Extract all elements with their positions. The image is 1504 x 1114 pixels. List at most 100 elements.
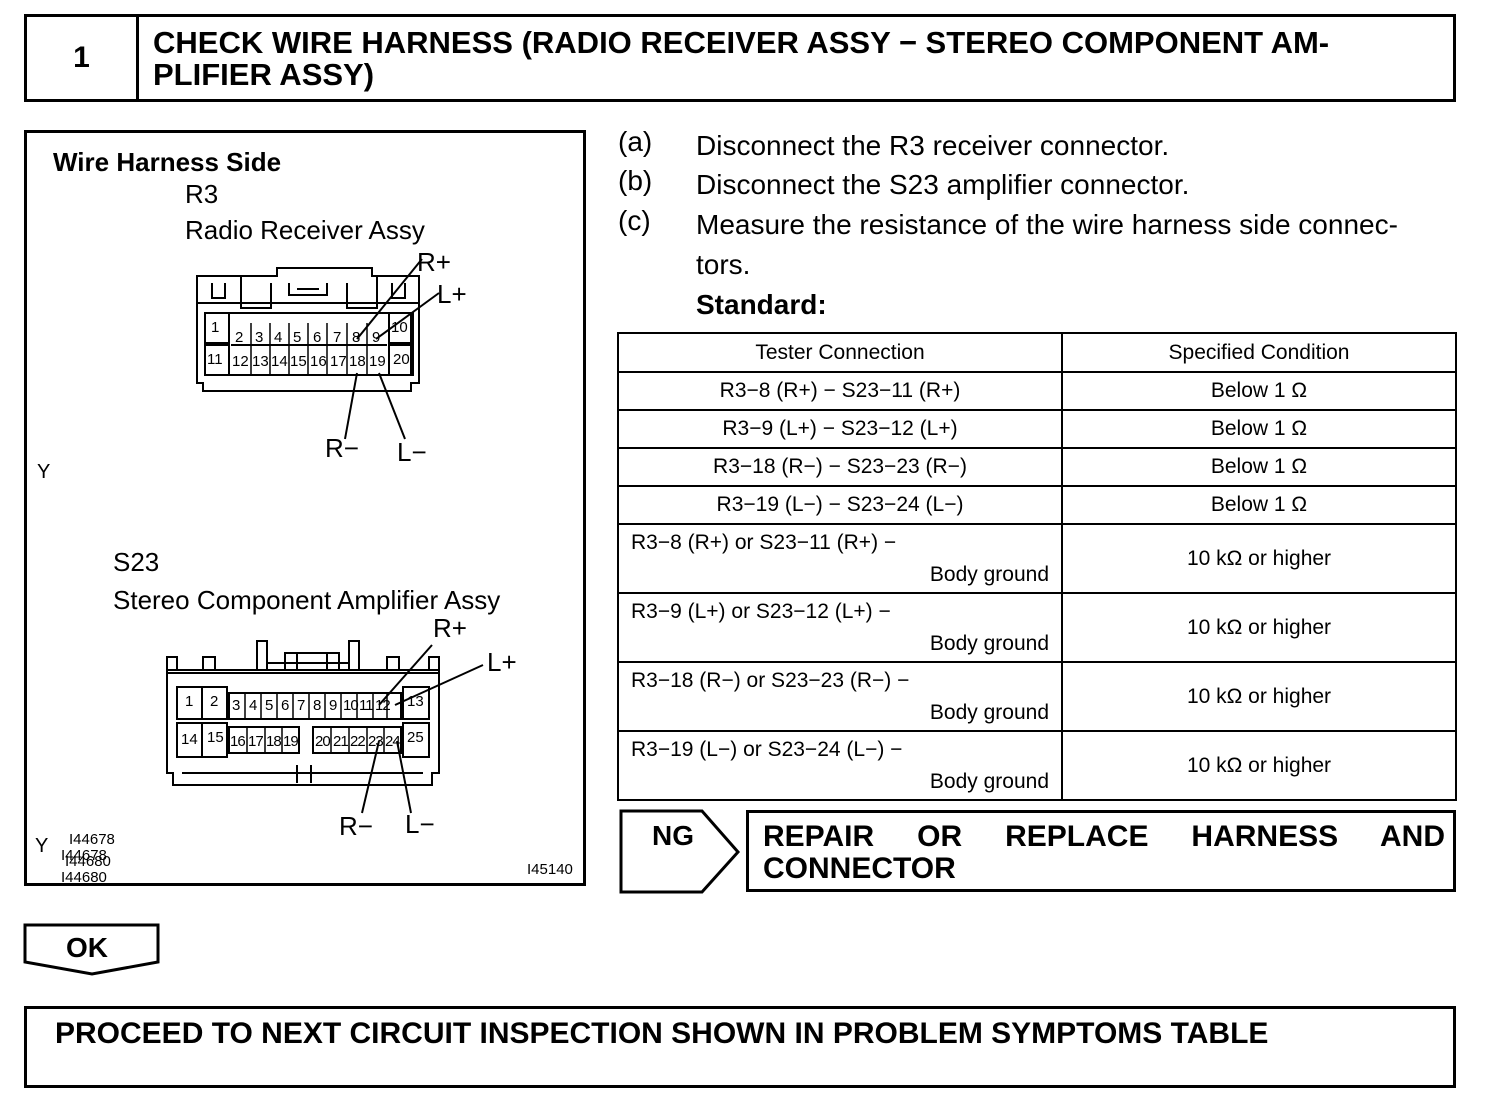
instruction-c-text: Measure the resistance of the wire harne… bbox=[696, 205, 1466, 285]
ok-label: OK bbox=[66, 932, 108, 963]
row-condition: 10 kΩ or higher bbox=[1061, 592, 1457, 663]
r3-pin-11: 11 bbox=[207, 351, 223, 368]
table-row: R3−19 (L−) or S23−24 (L−) − Body ground … bbox=[617, 730, 1457, 801]
ng-result-box: REPAIR OR REPLACE HARNESS AND CONNECTOR bbox=[746, 810, 1456, 892]
s23-name: Stereo Component Amplifier Assy bbox=[113, 585, 501, 615]
r3-pin-12: 12 bbox=[232, 353, 249, 370]
row-connection-line2: Body ground bbox=[929, 631, 1049, 655]
s23-pin-20: 20 bbox=[315, 733, 331, 750]
standard-label: Standard: bbox=[696, 289, 827, 320]
row-connection: R3−18 (R−) − S23−23 (R−) bbox=[617, 447, 1063, 487]
r3-connector-drawing bbox=[166, 258, 484, 814]
table-row: R3−9 (L+) − S23−12 (L+) Below 1 Ω bbox=[617, 409, 1457, 449]
s23-pin-19: 19 bbox=[283, 733, 299, 750]
step-header: 1 CHECK WIRE HARNESS (RADIO RECEIVER ASS… bbox=[24, 14, 1456, 102]
r3-pin-19: 19 bbox=[369, 353, 386, 370]
s23-pin-12: 12 bbox=[375, 697, 391, 714]
row-connection-line1: R3−8 (R+) or S23−11 (R+) − bbox=[631, 530, 897, 554]
s23-pin-5: 5 bbox=[265, 697, 274, 714]
step-title-line2: PLIFIER ASSY) bbox=[153, 57, 375, 92]
header-specified-condition: Specified Condition bbox=[1061, 332, 1457, 373]
r3-pin-18: 18 bbox=[349, 353, 366, 370]
s23-pin-13: 13 bbox=[407, 693, 424, 710]
r3-pin-6: 6 bbox=[313, 329, 322, 346]
step-number: 1 bbox=[27, 17, 139, 99]
r3-pin-1: 1 bbox=[211, 319, 220, 336]
ok-arrow bbox=[23, 923, 160, 976]
spec-table-header: Tester Connection Specified Condition bbox=[617, 332, 1457, 373]
instruction-a-text: Disconnect the R3 receiver connector. bbox=[696, 130, 1170, 161]
r3-pin-14: 14 bbox=[271, 353, 288, 370]
instruction-c-line2: tors. bbox=[696, 249, 751, 280]
s23-pin-grid bbox=[244, 693, 388, 753]
s23-pin-3: 3 bbox=[232, 697, 241, 714]
row-connection-line1: R3−19 (L−) or S23−24 (L−) − bbox=[631, 737, 903, 761]
row-condition: Below 1 Ω bbox=[1061, 447, 1457, 487]
ref-id-3: I44680 bbox=[65, 853, 111, 870]
figure-id: I45140 bbox=[527, 861, 573, 878]
s23-pin-22: 22 bbox=[350, 733, 366, 750]
instruction-b-text: Disconnect the S23 amplifier connector. bbox=[696, 169, 1190, 200]
s23-pin-25: 25 bbox=[407, 729, 424, 746]
r3-code: R3 bbox=[185, 179, 219, 209]
instruction-a-letter: (a) bbox=[618, 126, 653, 157]
s23-pin-14: 14 bbox=[181, 731, 198, 748]
row-connection: R3−9 (L+) − S23−12 (L+) bbox=[617, 409, 1063, 449]
s23-code: S23 bbox=[113, 547, 160, 577]
marker-y-2: Y bbox=[35, 835, 49, 857]
s23-pin-7: 7 bbox=[297, 697, 306, 714]
table-row: R3−19 (L−) − S23−24 (L−) Below 1 Ω bbox=[617, 485, 1457, 525]
s23-label-l-plus: L+ bbox=[487, 647, 517, 677]
ng-result-text: REPAIR OR REPLACE HARNESS AND CONNECTOR bbox=[763, 820, 1445, 885]
s23-pin-17: 17 bbox=[248, 733, 264, 750]
row-condition: 10 kΩ or higher bbox=[1061, 523, 1457, 594]
s23-pin-24: 24 bbox=[385, 733, 401, 750]
ref-id-2: I44678 bbox=[61, 847, 107, 864]
r3-label-r-minus: R− bbox=[325, 433, 359, 463]
row-connection-line1: R3−18 (R−) or S23−23 (R−) − bbox=[631, 668, 910, 692]
row-condition: 10 kΩ or higher bbox=[1061, 730, 1457, 801]
s23-label-l-minus: L− bbox=[405, 809, 435, 839]
spec-table: Tester Connection Specified Condition R3… bbox=[617, 332, 1457, 801]
r3-pin-16: 16 bbox=[310, 353, 327, 370]
marker-y-1: Y bbox=[37, 461, 51, 483]
step-title-line1: CHECK WIRE HARNESS (RADIO RECEIVER ASSY … bbox=[153, 25, 1330, 60]
r3-label-l-plus: L+ bbox=[437, 279, 467, 309]
row-connection: R3−19 (L−) − S23−24 (L−) bbox=[617, 485, 1063, 525]
r3-pin-15: 15 bbox=[290, 353, 307, 370]
r3-pin-13: 13 bbox=[252, 353, 269, 370]
wire-harness-diagram: Wire Harness Side R3 Radio Receiver Assy bbox=[24, 130, 586, 886]
final-action-text: PROCEED TO NEXT CIRCUIT INSPECTION SHOWN… bbox=[55, 1017, 1269, 1050]
r3-pin-10: 10 bbox=[391, 319, 408, 336]
r3-pin-9: 9 bbox=[372, 329, 381, 346]
r3-pin-17: 17 bbox=[330, 353, 347, 370]
row-connection: R3−8 (R+) or S23−11 (R+) − Body ground bbox=[617, 523, 1063, 594]
row-connection: R3−19 (L−) or S23−24 (L−) − Body ground bbox=[617, 730, 1063, 801]
s23-pin-23: 23 bbox=[368, 733, 384, 750]
s23-pin-11: 11 bbox=[359, 697, 374, 714]
row-condition: 10 kΩ or higher bbox=[1061, 661, 1457, 732]
s23-pin-18: 18 bbox=[266, 733, 282, 750]
s23-label-r-minus: R− bbox=[339, 811, 373, 841]
header-tester-connection: Tester Connection bbox=[617, 332, 1063, 373]
r3-pin-4: 4 bbox=[274, 329, 283, 346]
row-connection: R3−9 (L+) or S23−12 (L+) − Body ground bbox=[617, 592, 1063, 663]
r3-pin-8: 8 bbox=[352, 329, 361, 346]
instruction-b-letter: (b) bbox=[618, 165, 653, 196]
row-connection-line1: R3−9 (L+) or S23−12 (L+) − bbox=[631, 599, 891, 623]
row-connection-line2: Body ground bbox=[929, 562, 1049, 586]
s23-label-r-plus: R+ bbox=[433, 613, 467, 643]
row-connection-line2: Body ground bbox=[929, 769, 1049, 793]
row-connection: R3−18 (R−) or S23−23 (R−) − Body ground bbox=[617, 661, 1063, 732]
r3-pin-grid bbox=[250, 323, 368, 375]
r3-label-r-plus: R+ bbox=[417, 247, 451, 277]
diagram-heading: Wire Harness Side bbox=[53, 147, 282, 177]
row-connection-line2: Body ground bbox=[929, 700, 1049, 724]
instruction-c-line1: Measure the resistance of the wire harne… bbox=[696, 209, 1398, 240]
row-condition: Below 1 Ω bbox=[1061, 485, 1457, 525]
r3-pin-5: 5 bbox=[293, 329, 302, 346]
table-row: R3−9 (L+) or S23−12 (L+) − Body ground 1… bbox=[617, 592, 1457, 663]
final-action-box: PROCEED TO NEXT CIRCUIT INSPECTION SHOWN… bbox=[24, 1006, 1456, 1088]
row-condition: Below 1 Ω bbox=[1061, 409, 1457, 449]
table-row: R3−8 (R+) − S23−11 (R+) Below 1 Ω bbox=[617, 371, 1457, 411]
